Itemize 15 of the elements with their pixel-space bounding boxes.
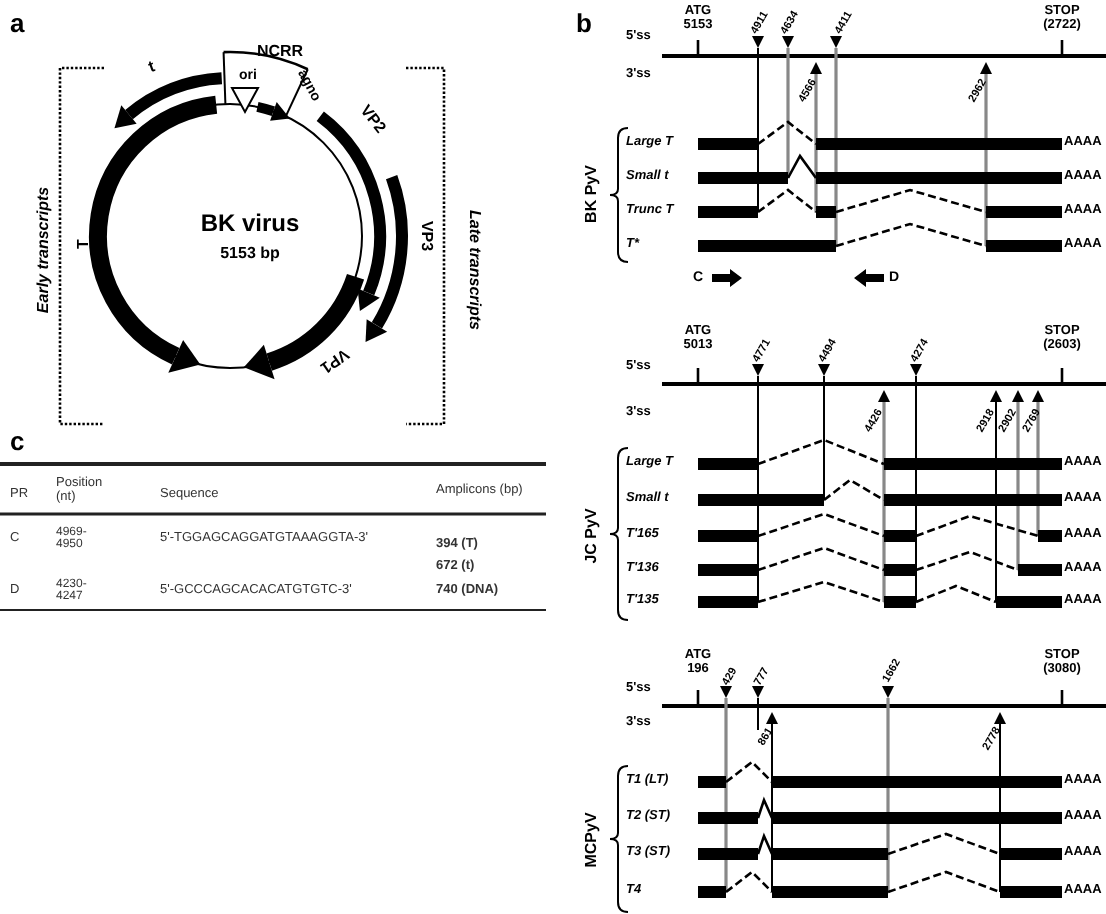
virus-label: BK PyV: [583, 165, 601, 223]
group-label: Late transcripts: [465, 209, 483, 331]
gene-label: t: [146, 59, 158, 77]
virus-label: MCPyV: [583, 812, 601, 868]
group-label: Early transcripts: [35, 186, 53, 314]
virus-label: JC PyV: [583, 508, 601, 564]
region-label: NCRR: [256, 43, 304, 61]
panel-letter: a: [10, 10, 25, 38]
gene-label: VP1: [316, 344, 352, 376]
panel-letter: b: [576, 10, 592, 38]
genome-size: 5153 bp: [220, 245, 280, 263]
gene-label: VP3: [417, 220, 435, 252]
genome-title: BK virus: [200, 211, 300, 237]
gene-label: T: [75, 239, 93, 249]
panel-letter: c: [10, 428, 25, 456]
